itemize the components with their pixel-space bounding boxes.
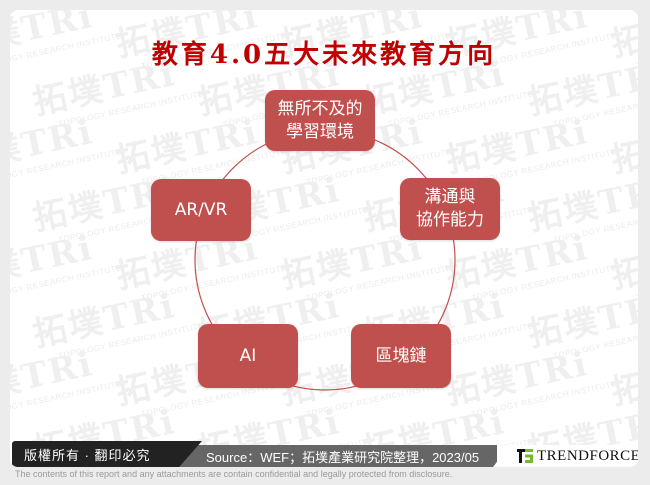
node-learning-environment: 無所不及的 學習環境 [265, 90, 375, 151]
node-ai: AI [198, 324, 298, 388]
node-communication-collaboration: 溝通與 協作能力 [400, 178, 500, 240]
cycle-connector-ring [194, 129, 456, 391]
node-ar-vr: AR/VR [151, 179, 251, 241]
source-note: Source：WEF；拓墣產業研究院整理，2023/05 [170, 445, 510, 467]
disclaimer-text: The contents of this report and any atta… [15, 469, 453, 479]
copyright-label: 版權所有 · 翻印必究 [12, 441, 202, 467]
page-title: 教育4.0五大未來教育方向 [151, 40, 497, 70]
node-blockchain: 區塊鏈 [351, 324, 451, 388]
trendforce-logo-text: TRENDFORCE [537, 447, 638, 464]
trendforce-logo-icon [517, 448, 533, 464]
trendforce-logo: TRENDFORCE [497, 445, 638, 467]
footer-bar: Source：WEF；拓墣產業研究院整理，2023/05 版權所有 · 翻印必究… [10, 441, 638, 467]
